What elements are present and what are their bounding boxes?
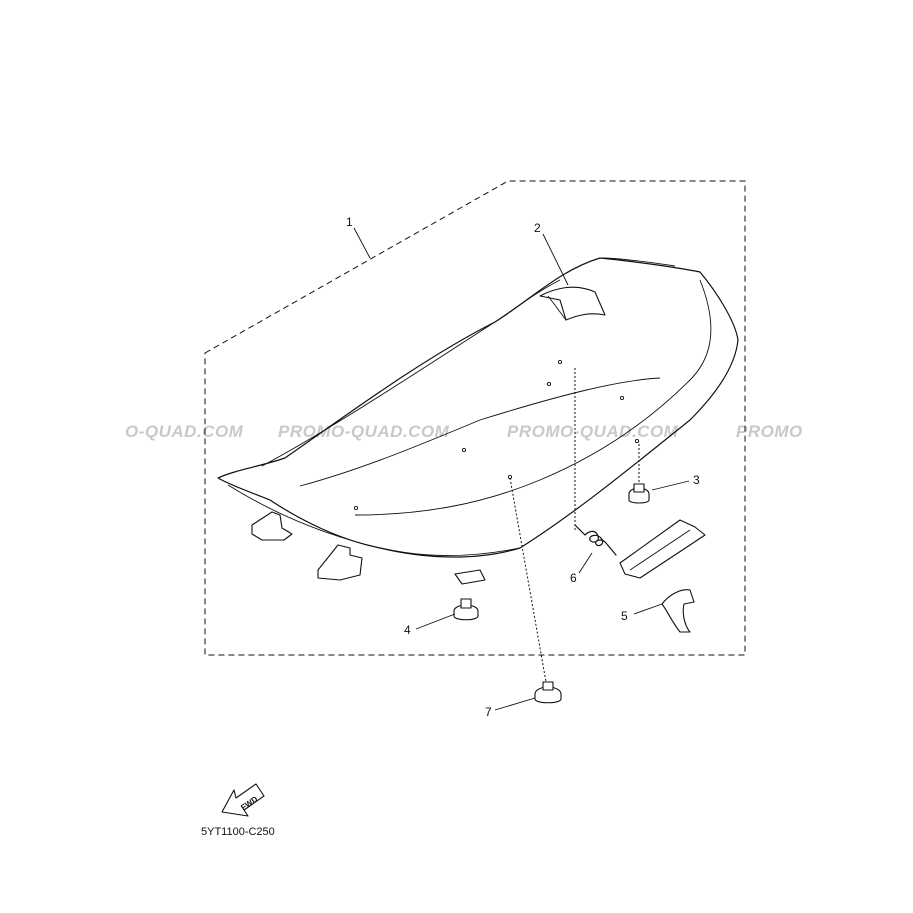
fwd-arrow-icon: FWD (221, 783, 265, 817)
callout-6: 6 (570, 571, 577, 585)
watermark-text-1: O-QUAD.COM (125, 422, 244, 441)
callout-1: 1 (346, 215, 353, 229)
part-4-damper (453, 598, 479, 621)
seat-assembly-drawing (217, 257, 739, 585)
callout-5: 5 (621, 609, 628, 623)
callout-4: 4 (404, 623, 411, 637)
watermark-text-4: PROMO (736, 422, 803, 441)
part-3-damper (628, 483, 650, 504)
alignment-line-b (509, 477, 547, 683)
callout-3: 3 (693, 473, 700, 487)
watermark-text-2: PROMO-QUAD.COM (278, 422, 450, 441)
part-5-hook (661, 589, 695, 633)
part-7-damper (534, 681, 562, 704)
leader-5 (633, 603, 663, 615)
leader-7 (494, 697, 536, 711)
part-6-spring (574, 519, 706, 579)
watermark-band: O-QUAD.COM PROMO-QUAD.COM PROMO-QUAD.COM… (125, 422, 803, 441)
leader-3 (651, 480, 690, 491)
callout-7: 7 (485, 705, 492, 719)
assembly-boundary (204, 180, 746, 656)
part-2-strap (539, 286, 606, 321)
diagram-code: 5YT1100-C250 (201, 826, 275, 838)
callout-2: 2 (534, 221, 541, 235)
leader-1 (353, 227, 371, 259)
leader-2 (542, 233, 569, 286)
leader-6 (578, 552, 593, 574)
watermark-text-3: PROMO-QUAD.COM (507, 422, 679, 441)
leader-4 (415, 613, 456, 630)
